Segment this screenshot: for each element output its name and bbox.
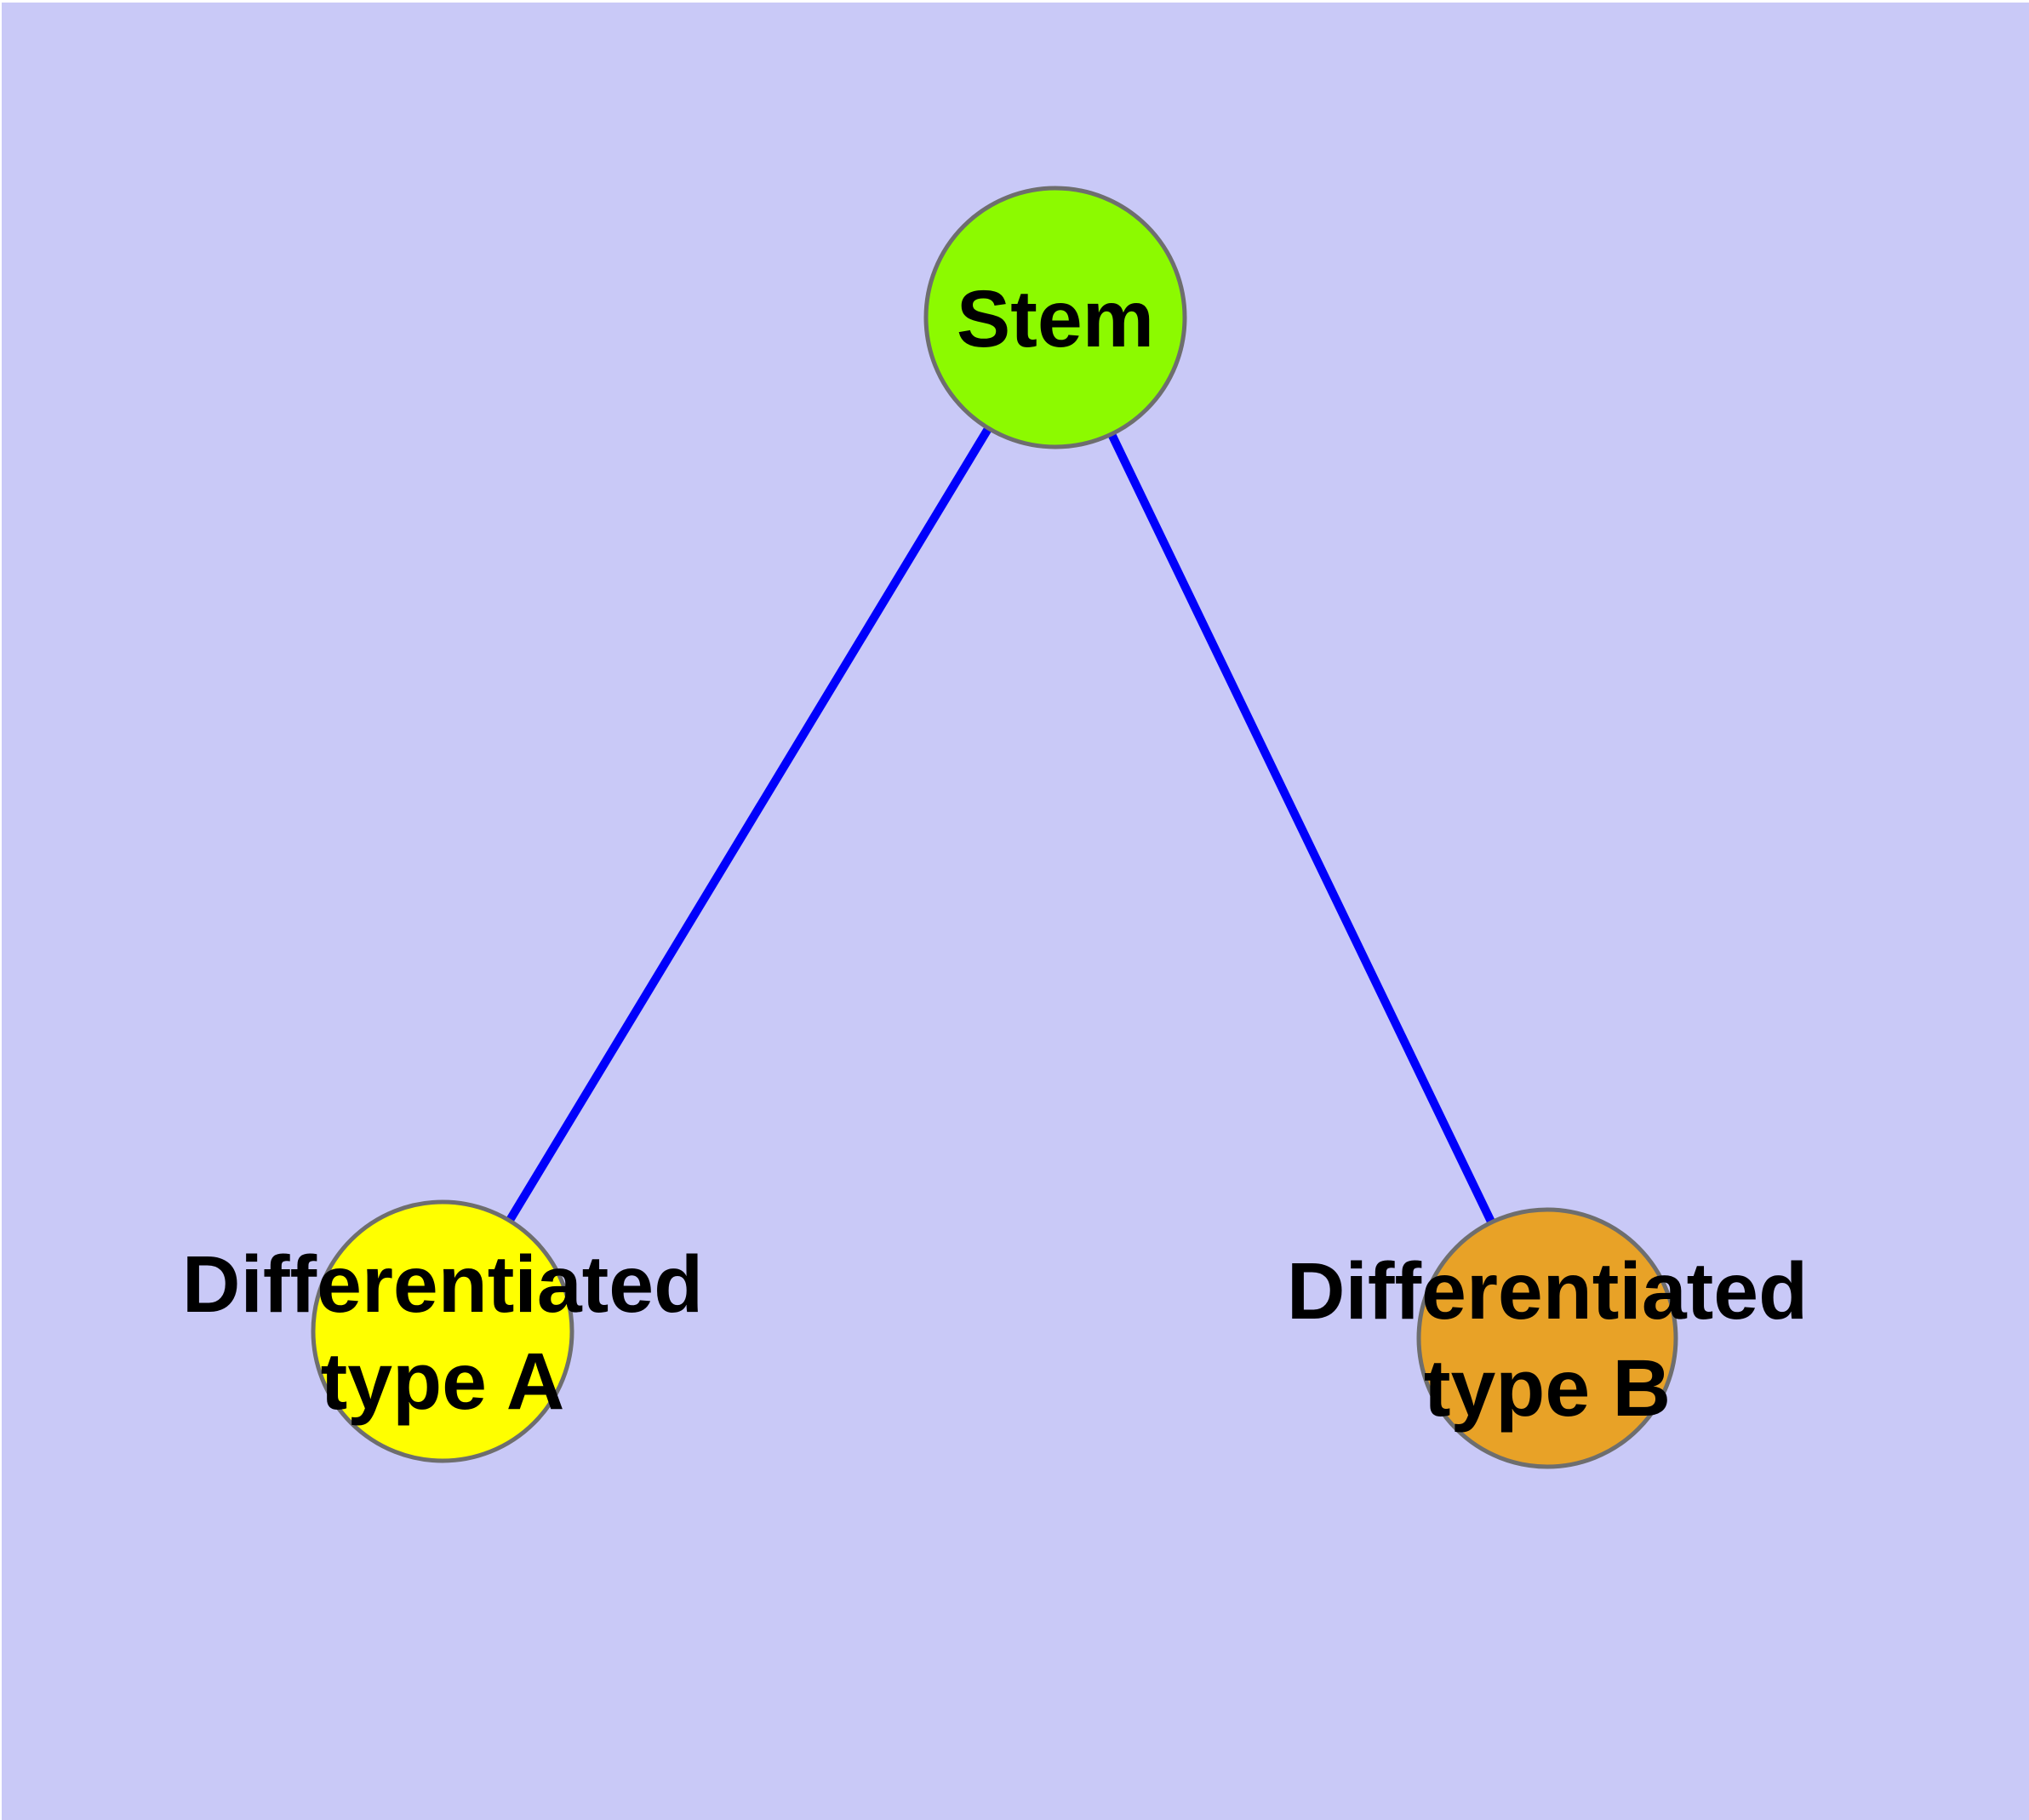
node-diff-a-label-line-2: type A xyxy=(321,1336,565,1427)
node-diff-b-label-line-1: Differentiated xyxy=(1287,1246,1808,1336)
node-stem-circle xyxy=(923,186,1187,449)
node-diff-a-circle xyxy=(311,1199,574,1463)
node-diff-a-label-line-1: Differentiated xyxy=(182,1239,703,1330)
node-diff-b-circle xyxy=(1416,1207,1678,1469)
edge-stem-to-diff-b xyxy=(1051,315,1552,1341)
node-diff-b-label-line-2: type B xyxy=(1424,1343,1671,1434)
node-stem-label-line-1: Stem xyxy=(957,274,1154,364)
edge-stem-to-diff-a xyxy=(438,315,1060,1334)
node-stem-label: Stem xyxy=(957,274,1154,364)
